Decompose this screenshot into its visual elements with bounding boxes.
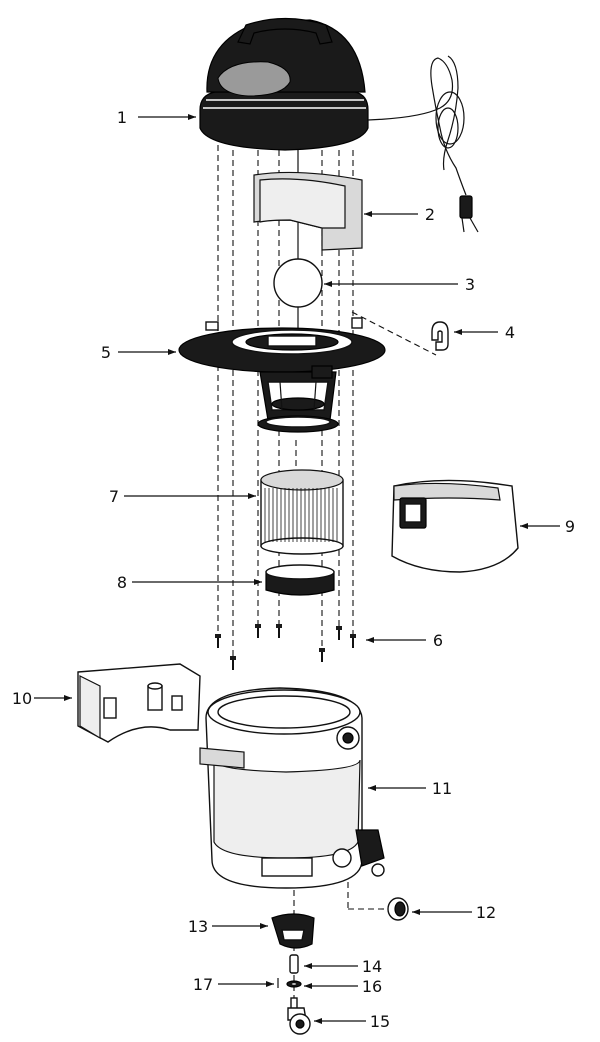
- caster-wheel-part: [287, 997, 311, 1035]
- drain-cap-part: [387, 897, 409, 921]
- baffle-part: [253, 171, 363, 251]
- screw: [255, 624, 261, 638]
- callout-10: 10: [12, 689, 32, 708]
- motor-head-part: [199, 17, 369, 151]
- leader-lines: [34, 114, 560, 1024]
- screw: [350, 634, 356, 648]
- callout-labels: 1 2 3 4 5 6 7 8 9 10 11 12 13 14 16 17 1…: [12, 108, 575, 1031]
- callout-17: 17: [193, 975, 213, 994]
- caster-stem-part: [289, 954, 299, 974]
- callout-4: 4: [505, 323, 515, 342]
- cord-hook-part: [431, 321, 449, 351]
- power-cord: [367, 55, 479, 233]
- screws-part: [215, 624, 356, 670]
- tank-insert-part: [77, 663, 201, 743]
- drum-tank-part: [199, 687, 385, 889]
- callout-8: 8: [117, 573, 127, 592]
- callout-5: 5: [101, 343, 111, 362]
- callout-16: 16: [362, 977, 382, 996]
- callout-6: 6: [433, 631, 443, 650]
- callout-3: 3: [465, 275, 475, 294]
- callout-1: 1: [117, 108, 127, 127]
- filter-retainer-part: [265, 564, 335, 596]
- ball-float-part: [273, 258, 323, 308]
- callout-13: 13: [188, 917, 208, 936]
- washer-part: [286, 980, 302, 988]
- cartridge-filter-part: [260, 469, 344, 555]
- callout-9: 9: [565, 517, 575, 536]
- lid-plate-part: [178, 317, 386, 373]
- caster-mount-part: [271, 913, 315, 949]
- screw: [276, 624, 282, 638]
- callout-15: 15: [370, 1012, 390, 1031]
- screw: [336, 626, 342, 640]
- screw: [215, 634, 221, 648]
- callout-11: 11: [432, 779, 452, 798]
- filter-cage-part: [257, 365, 339, 433]
- callout-14: 14: [362, 957, 382, 976]
- collection-bag-part: [391, 479, 519, 573]
- callout-12: 12: [476, 903, 496, 922]
- callout-7: 7: [109, 487, 119, 506]
- screw: [319, 648, 325, 662]
- screw: [230, 656, 236, 670]
- callout-2: 2: [425, 205, 435, 224]
